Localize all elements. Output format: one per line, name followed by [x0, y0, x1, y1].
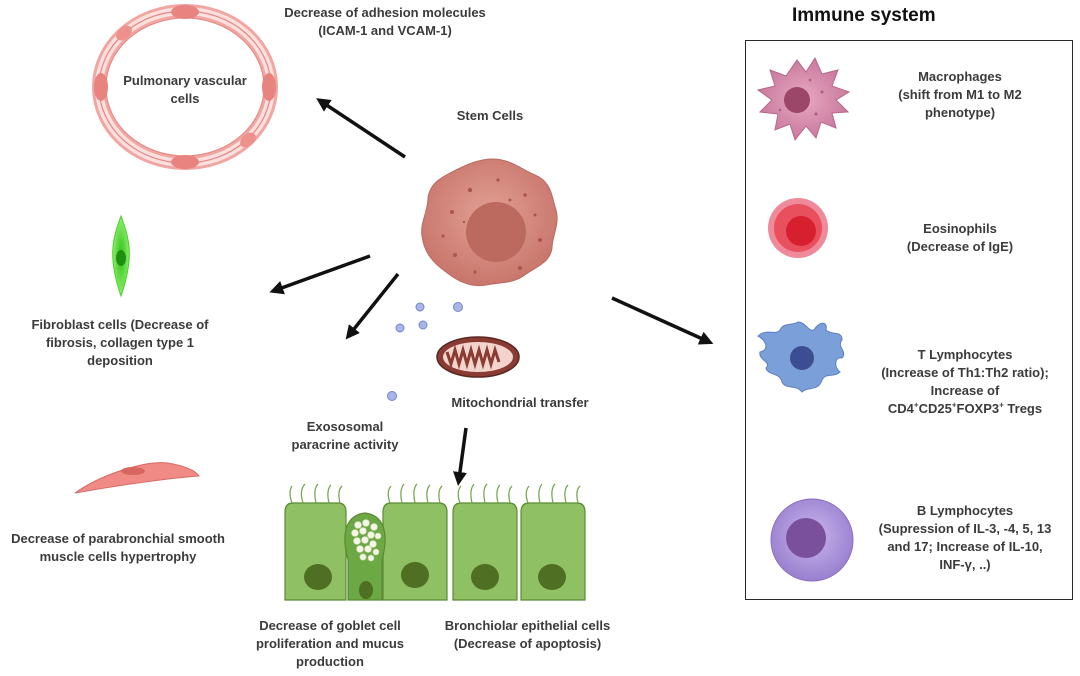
- macrophages-label: Macrophages (shift from M1 to M2 phenoty…: [855, 68, 1065, 122]
- smooth-muscle-line-1: Decrease of parabronchial smooth: [11, 531, 225, 546]
- immune-system-panel: [745, 40, 1073, 600]
- bronchiolar-line-2: (Decrease of apoptosis): [453, 636, 602, 651]
- exosomal-line-1: Exososomal: [306, 419, 384, 434]
- eosinophils-line-2: (Decrease of IgE): [906, 239, 1014, 254]
- adhesion-label: Decrease of adhesion molecules (ICAM-1 a…: [250, 4, 520, 40]
- pulmonary-line-1: Pulmonary vascular: [123, 73, 247, 88]
- b-lymphocyte-icon: [770, 498, 854, 582]
- stem-cells-text: Stem Cells: [456, 108, 524, 123]
- t-lymphocytes-label: T Lymphocytes (Increase of Th1:Th2 ratio…: [858, 346, 1072, 418]
- fibroblast-icon: [112, 214, 130, 298]
- eosinophils-label: Eosinophils (Decrease of IgE): [860, 220, 1060, 256]
- exosome-icon: [387, 302, 463, 401]
- bronchiolar-line-1: Bronchiolar epithelial cells: [444, 618, 611, 633]
- macrophages-line-1: Macrophages: [918, 69, 1002, 84]
- fibroblast-line-2: fibrosis, collagen type 1: [45, 335, 195, 350]
- macrophage-icon: [756, 56, 851, 142]
- goblet-line-2: proliferation and mucus: [255, 636, 405, 651]
- eosinophil-icon: [768, 198, 828, 258]
- b-lymphocytes-line-1: B Lymphocytes: [916, 503, 1014, 518]
- exosomal-line-2: paracrine activity: [291, 437, 399, 452]
- fibroblast-line-3: deposition: [87, 353, 153, 368]
- t-lymphocyte-icon: [757, 321, 845, 393]
- mitochondrion-icon: [436, 336, 520, 378]
- t-lymphocytes-line-3: Increase of: [930, 383, 1000, 398]
- macrophages-line-3: phenotype): [924, 105, 996, 120]
- mitochondrial-label: Mitochondrial transfer: [430, 394, 610, 412]
- fibroblast-label: Fibroblast cells (Decrease of fibrosis, …: [10, 316, 230, 370]
- mitochondrial-text: Mitochondrial transfer: [451, 395, 589, 410]
- pulmonary-label: Pulmonary vascular cells: [110, 72, 260, 108]
- t-lymphocytes-line-1: T Lymphocytes: [917, 347, 1013, 362]
- goblet-line-1: Decrease of goblet cell: [259, 618, 401, 633]
- adhesion-line-2: (ICAM-1 and VCAM-1): [318, 23, 452, 38]
- t-lymphocytes-line-2: (Increase of Th1:Th2 ratio);: [881, 365, 1049, 380]
- stem-cell-icon: [421, 158, 558, 287]
- epithelium-icon: [284, 483, 586, 601]
- goblet-line-3: production: [296, 654, 364, 669]
- b-lymphocytes-line-2: (Supression of IL-3, -4, 5, 13: [878, 521, 1052, 536]
- eosinophils-line-1: Eosinophils: [923, 221, 997, 236]
- fibroblast-line-1: Fibroblast cells (Decrease of: [31, 317, 209, 332]
- adhesion-line-1: Decrease of adhesion molecules: [284, 5, 486, 20]
- b-lymphocytes-line-4: INF-γ, ..): [939, 557, 991, 572]
- goblet-label: Decrease of goblet cell proliferation an…: [240, 617, 420, 671]
- macrophages-line-2: (shift from M1 to M2: [898, 87, 1022, 102]
- b-lymphocytes-label: B Lymphocytes (Supression of IL-3, -4, 5…: [858, 502, 1072, 574]
- tregs-line: CD4+CD25+FOXP3+ Tregs: [887, 400, 1043, 416]
- vascular-ring-icon: [92, 4, 278, 170]
- smooth-muscle-icon: [74, 462, 200, 494]
- arrows: [269, 98, 714, 486]
- stem-cells-label: Stem Cells: [430, 107, 550, 125]
- smooth-muscle-line-2: muscle cells hypertrophy: [39, 549, 197, 564]
- exosomal-label: Exososomal paracrine activity: [270, 418, 420, 454]
- pulmonary-line-2: cells: [170, 91, 200, 106]
- smooth-muscle-label: Decrease of parabronchial smooth muscle …: [0, 530, 236, 566]
- b-lymphocytes-line-3: and 17; Increase of IL-10,: [887, 539, 1043, 554]
- immune-system-title: Immune system: [792, 5, 936, 26]
- bronchiolar-label: Bronchiolar epithelial cells (Decrease o…: [425, 617, 630, 653]
